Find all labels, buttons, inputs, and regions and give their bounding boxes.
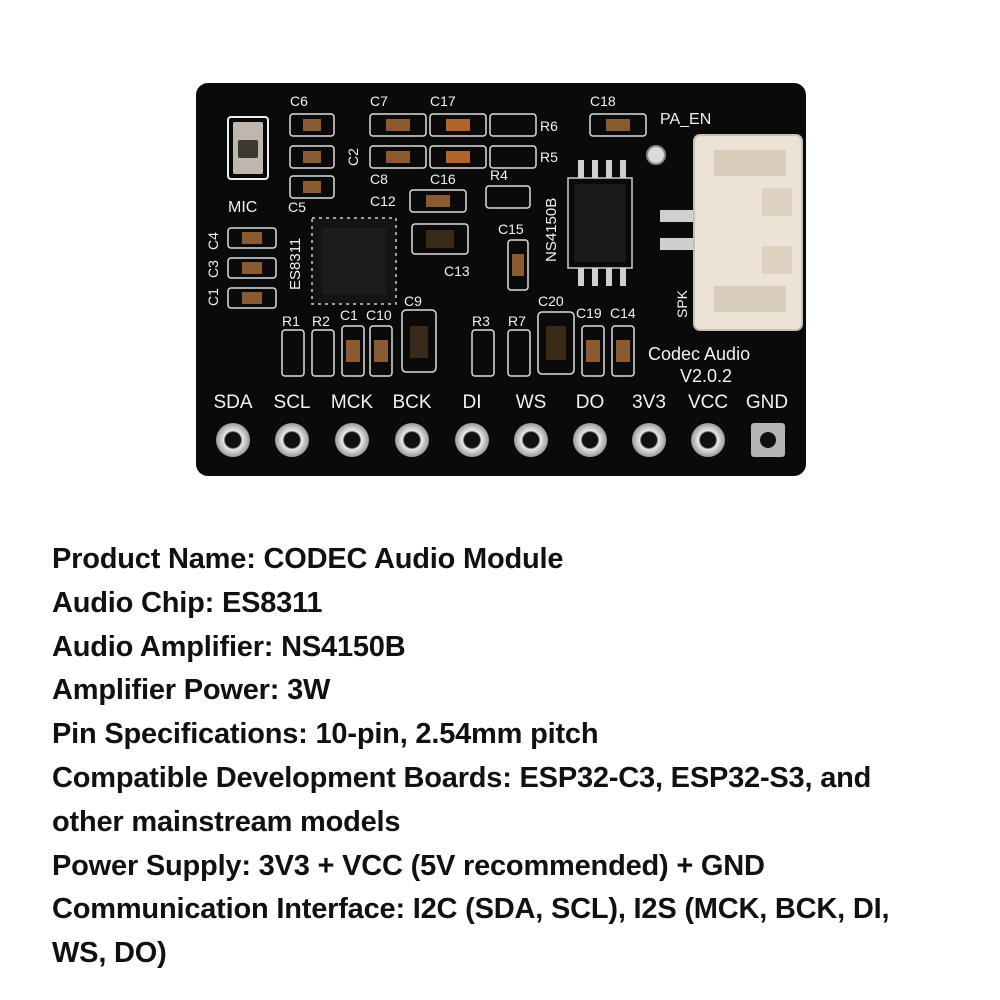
label-c9: C9 xyxy=(404,293,422,309)
pin-label-mck: MCK xyxy=(331,392,374,413)
pin-pad xyxy=(632,423,666,457)
pcb-board xyxy=(196,83,806,476)
pin-label-3v3: 3V3 xyxy=(632,392,666,413)
label-c3: C3 xyxy=(205,260,221,278)
label-r2: R2 xyxy=(312,313,330,329)
label-c1: C1 xyxy=(205,288,221,306)
mic-label: MIC xyxy=(228,199,257,216)
speaker-label: SPK xyxy=(674,289,690,318)
pa-en-testpoint xyxy=(646,145,666,165)
spec-compatible-boards: Compatible Development Boards: ESP32-C3,… xyxy=(52,761,872,794)
pin-pad xyxy=(395,423,429,457)
pin-header xyxy=(216,423,785,457)
pin-pad xyxy=(335,423,369,457)
label-r1: R1 xyxy=(282,313,300,329)
amplifier-chip xyxy=(567,160,633,286)
label-c20: C20 xyxy=(538,293,564,309)
spec-audio-chip: Audio Chip: ES8311 xyxy=(52,586,323,619)
pin-pad xyxy=(216,423,250,457)
label-r5: R5 xyxy=(540,149,558,165)
label-c17: C17 xyxy=(430,93,456,109)
pin-pad xyxy=(455,423,489,457)
component-labels: C6 C7 C17 C18 R6 R5 C2 C8 C16 R4 C5 C12 … xyxy=(205,93,636,329)
label-c19: C19 xyxy=(576,305,602,321)
spec-amplifier-power: Amplifier Power: 3W xyxy=(52,674,331,707)
label-c11: C1 xyxy=(340,307,358,323)
pcb-photo: MIC ES8311 NS4150B PA_EN SPK xyxy=(196,83,806,476)
spec-power-supply: Power Supply: 3V3 + VCC (5V recommended)… xyxy=(52,849,765,882)
label-c8: C8 xyxy=(370,171,388,187)
label-c4: C4 xyxy=(205,232,221,250)
capacitor-column xyxy=(227,227,277,309)
spec-compatible-boards-cont: other mainstream models xyxy=(52,805,401,838)
pin-label-do: DO xyxy=(576,392,605,413)
label-c7: C7 xyxy=(370,93,388,109)
label-r3: R3 xyxy=(472,313,490,329)
spec-list: Product Name: CODEC Audio Module Audio C… xyxy=(52,538,972,976)
pin-pad xyxy=(514,423,548,457)
label-c18: C18 xyxy=(590,93,616,109)
codec-chip-label: ES8311 xyxy=(287,238,304,290)
label-r6: R6 xyxy=(540,118,558,134)
label-c12: C12 xyxy=(370,193,396,209)
label-c6: C6 xyxy=(290,93,308,109)
board-title: Codec Audio xyxy=(648,344,750,364)
pin-label-sda: SDA xyxy=(213,392,252,413)
pin-label-bck: BCK xyxy=(392,392,431,413)
bottom-component-row xyxy=(281,309,635,377)
label-c13: C13 xyxy=(444,263,470,279)
pin-label-ws: WS xyxy=(516,392,547,413)
codec-chip xyxy=(311,217,397,305)
label-c16: C16 xyxy=(430,171,456,187)
pin-pad xyxy=(691,423,725,457)
label-c5: C5 xyxy=(288,199,306,215)
label-c14: C14 xyxy=(610,305,636,321)
label-c15: C15 xyxy=(498,221,524,237)
pin-label-di: DI xyxy=(463,392,482,413)
pin-pad xyxy=(573,423,607,457)
spec-audio-amplifier: Audio Amplifier: NS4150B xyxy=(52,630,406,663)
pin-label-scl: SCL xyxy=(274,392,311,413)
amplifier-chip-label: NS4150B xyxy=(543,198,560,262)
label-r4: R4 xyxy=(490,167,508,183)
board-version: V2.0.2 xyxy=(680,366,732,386)
microphone xyxy=(227,116,269,180)
spec-product-name: Product Name: CODEC Audio Module xyxy=(52,543,564,575)
pin-labels: SDA SCL MCK BCK DI WS DO 3V3 VCC GND xyxy=(213,392,788,413)
pin-pad xyxy=(275,423,309,457)
spec-communication-interface-cont: WS, DO) xyxy=(52,937,167,970)
pa-en-label: PA_EN xyxy=(660,111,711,128)
pin-label-gnd: GND xyxy=(746,392,788,413)
label-c2: C2 xyxy=(345,148,361,166)
pin-label-vcc: VCC xyxy=(688,392,728,413)
label-r7: R7 xyxy=(508,313,526,329)
capacitor-row xyxy=(289,113,647,291)
label-c10: C10 xyxy=(366,307,392,323)
speaker-connector xyxy=(660,134,803,331)
spec-communication-interface: Communication Interface: I2C (SDA, SCL),… xyxy=(52,893,890,926)
spec-pin-specifications: Pin Specifications: 10-pin, 2.54mm pitch xyxy=(52,718,599,751)
